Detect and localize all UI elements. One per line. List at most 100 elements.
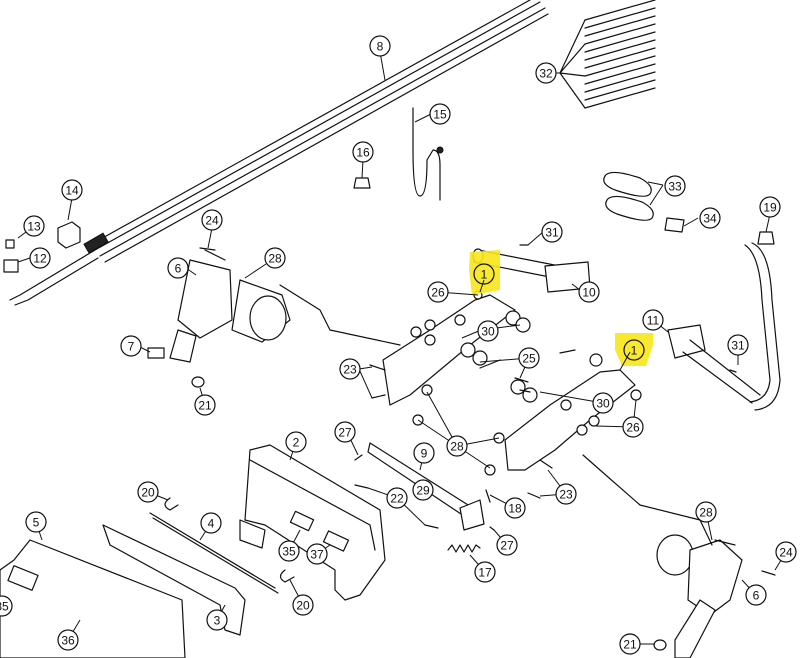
callout-circle <box>555 483 577 505</box>
callout-number: 12 <box>33 252 47 266</box>
callout-circle <box>334 421 356 443</box>
callout-number: 6 <box>753 589 760 603</box>
part-32-wire-bundle <box>559 0 656 109</box>
callout-circle <box>200 512 222 534</box>
callout-5: 5 <box>25 511 47 533</box>
callout-circle <box>386 487 408 509</box>
part-4-3-bracket <box>102 512 279 636</box>
callout-number: 6 <box>175 262 182 276</box>
callout-number: 14 <box>65 184 79 198</box>
callout-21: 21 <box>619 633 641 655</box>
part-2-frame <box>239 444 386 601</box>
callout-number: 29 <box>416 484 430 498</box>
callout-circle <box>264 247 286 269</box>
callout-circle <box>57 629 79 651</box>
part-19-grommet <box>757 231 775 245</box>
part-34-label <box>664 217 685 233</box>
callout-31: 31 <box>541 221 563 243</box>
callout-30: 30 <box>592 392 614 414</box>
callout-number: 8 <box>377 40 384 54</box>
callout-circle <box>619 633 641 655</box>
callout-circle <box>446 435 468 457</box>
callout-circle <box>496 534 518 556</box>
callout-circle <box>285 431 307 453</box>
callout-15: 15 <box>429 103 451 125</box>
bracket-plate-left <box>382 294 531 406</box>
callout-number: 23 <box>559 488 573 502</box>
callout-circle <box>201 209 223 231</box>
part-20-clips <box>164 497 295 583</box>
callout-1: 1 <box>623 339 645 361</box>
callout-number: 13 <box>27 220 41 234</box>
callout-number: 20 <box>296 599 310 613</box>
callout-circle <box>29 247 51 269</box>
part-13-12-switches <box>3 239 19 273</box>
callout-35: 35 <box>0 595 13 617</box>
callout-number: 2 <box>293 436 300 450</box>
callout-number: 35 <box>0 600 9 614</box>
callout-number: 7 <box>128 340 135 354</box>
callout-labels: 1123456678910111213141516171819202021212… <box>0 35 797 655</box>
callout-circle <box>0 595 13 617</box>
callout-number: 5 <box>33 516 40 530</box>
part-21-rings <box>191 376 667 651</box>
callout-number: 26 <box>431 286 445 300</box>
callout-17: 17 <box>474 561 496 583</box>
callout-number: 18 <box>508 502 522 516</box>
callout-28: 28 <box>264 247 286 269</box>
callout-circle <box>578 281 600 303</box>
callout-number: 28 <box>268 252 282 266</box>
callout-number: 24 <box>205 214 219 228</box>
callout-number: 36 <box>61 634 75 648</box>
callout-number: 37 <box>310 548 324 562</box>
callout-13: 13 <box>23 215 45 237</box>
callout-circle <box>413 442 435 464</box>
callout-circle <box>518 347 540 369</box>
callout-circle <box>292 594 314 616</box>
part-14-relay <box>57 221 81 249</box>
callout-12: 12 <box>29 247 51 269</box>
callout-26: 26 <box>622 416 644 438</box>
callout-number: 33 <box>668 180 682 194</box>
callout-number: 21 <box>623 638 637 652</box>
callout-circle <box>775 541 797 563</box>
callout-37: 37 <box>306 543 328 565</box>
callout-number: 30 <box>596 397 610 411</box>
callout-4: 4 <box>200 512 222 534</box>
part-11-lift-arm <box>667 242 781 411</box>
callout-circle <box>759 196 781 218</box>
callout-number: 28 <box>450 440 464 454</box>
callout-circle <box>642 309 664 331</box>
callout-circle <box>412 479 434 501</box>
callout-number: 19 <box>763 201 777 215</box>
callout-number: 4 <box>208 517 215 531</box>
callout-number: 24 <box>779 546 793 560</box>
callout-number: 31 <box>731 339 745 353</box>
callout-number: 17 <box>478 566 492 580</box>
callout-circle <box>622 416 644 438</box>
callout-number: 27 <box>500 539 514 553</box>
bracket-plate-right <box>504 353 636 471</box>
part-8-wiring-harness <box>9 0 549 306</box>
callout-circle <box>167 257 189 279</box>
callout-circle <box>695 501 717 523</box>
callout-36: 36 <box>57 629 79 651</box>
highlight-marks <box>469 250 653 366</box>
callout-circle <box>592 392 614 414</box>
callout-23: 23 <box>339 358 361 380</box>
callout-21: 21 <box>194 394 216 416</box>
callout-number: 15 <box>433 108 447 122</box>
callout-circle <box>473 263 495 285</box>
callout-number: 20 <box>141 486 155 500</box>
callout-circle <box>474 561 496 583</box>
callout-30: 30 <box>477 320 499 342</box>
callout-number: 34 <box>703 212 717 226</box>
callout-10: 10 <box>578 281 600 303</box>
callout-circle <box>727 334 749 356</box>
part-15-sensor-probe <box>412 107 444 201</box>
callout-number: 3 <box>214 614 221 628</box>
part-16-fitting <box>353 177 371 189</box>
callout-number: 10 <box>582 286 596 300</box>
callout-circle <box>504 497 526 519</box>
callout-number: 31 <box>545 226 559 240</box>
